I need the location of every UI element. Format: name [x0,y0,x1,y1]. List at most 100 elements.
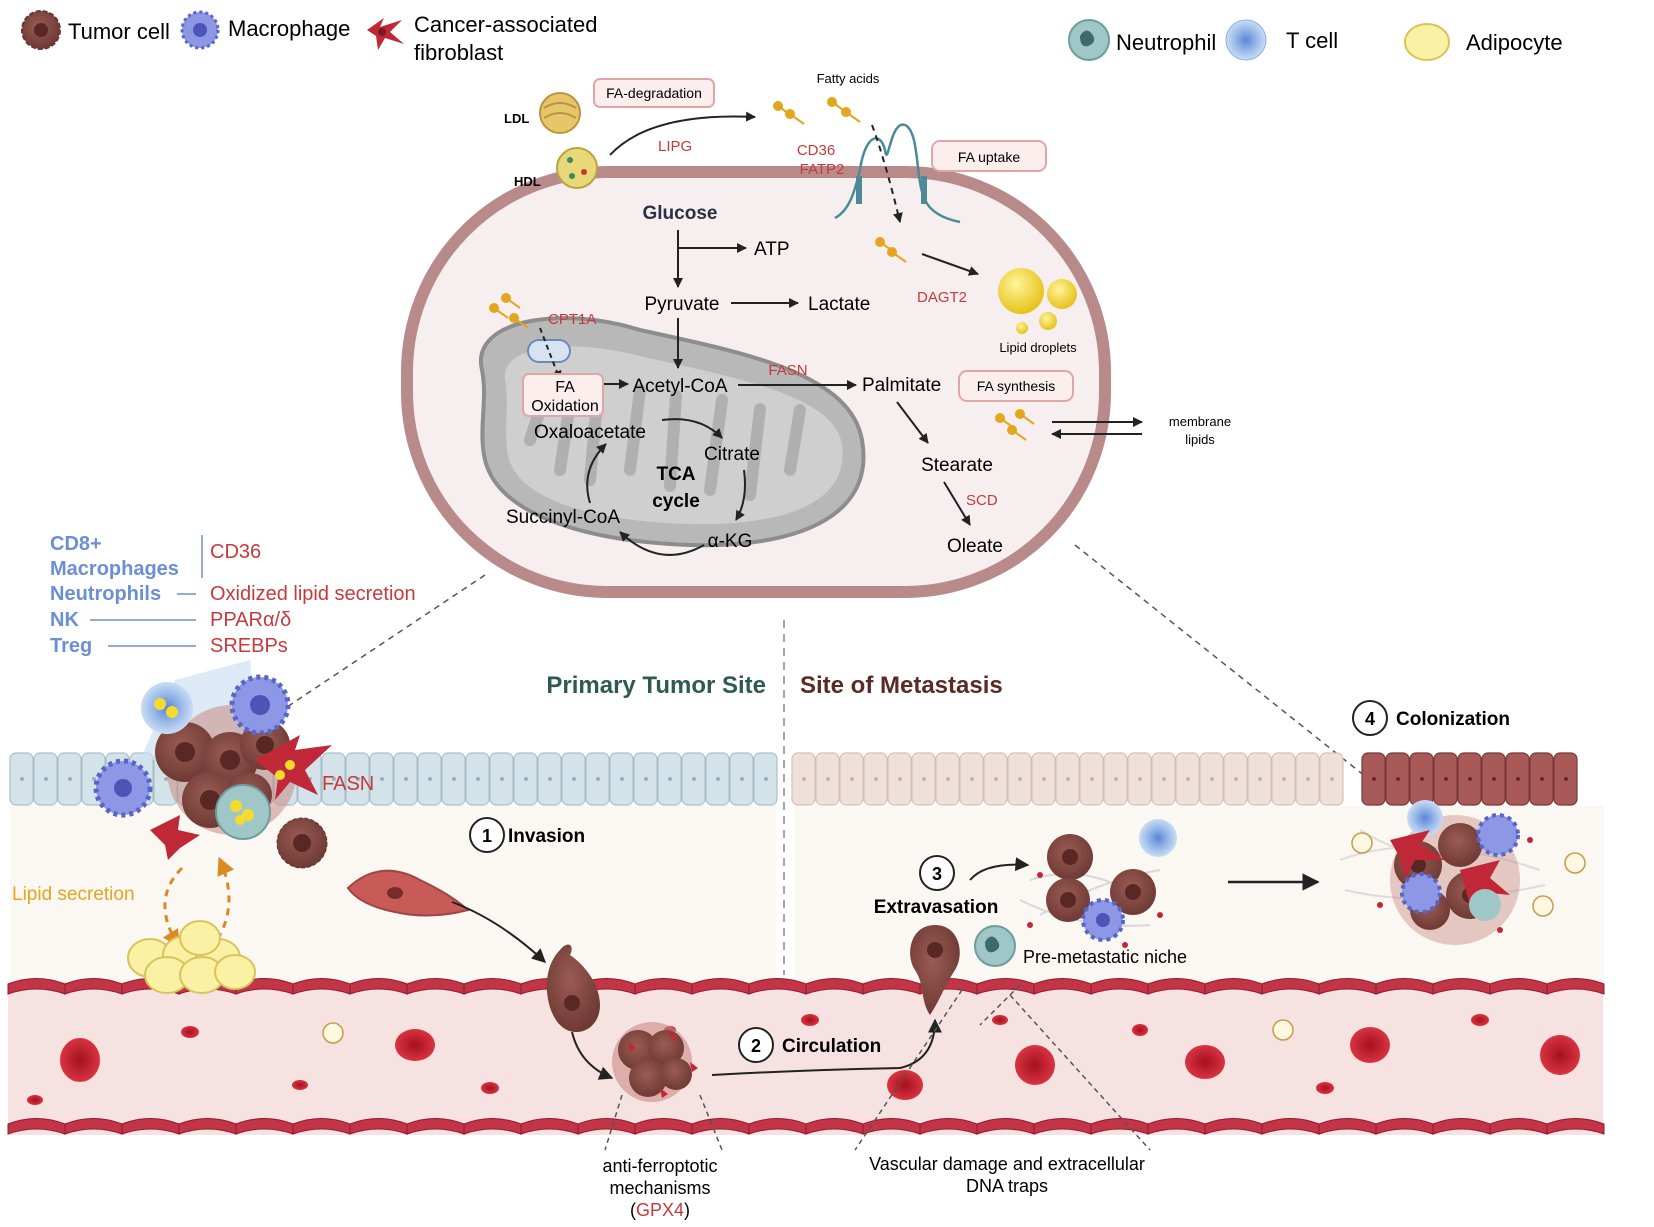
succinyl-coa-label: Succinyl-CoA [506,507,620,528]
immune-treg: Treg [50,635,92,657]
metastatic-colony [1339,800,1586,945]
scd-label: SCD [966,492,998,509]
tca-label-1: TCA [656,464,695,485]
red-blood-cell [992,1015,1008,1025]
fasn-label: FASN [768,362,807,379]
atp-label: ATP [754,239,790,260]
step-colonization: 4 Colonization [1352,700,1510,736]
fatty-acids-label: Fatty acids [817,71,880,86]
ldl-particle [539,92,581,134]
primary-tumor-cluster: FASN [93,660,374,860]
fa-oxidation-label-2: Oxidation [531,398,599,415]
red-blood-cell [27,1095,43,1105]
tumor-cell-metabolism: LDL HDL FA-degradation LIPG Fatty acids … [401,71,1231,598]
fa-degradation-label: FA-degradation [606,85,702,101]
red-blood-cell [801,1014,819,1026]
primary-tumor-site-title: Primary Tumor Site [546,672,766,699]
red-blood-cell [60,1038,100,1082]
lipid-droplets-label: Lipid droplets [999,340,1077,355]
vascular-damage-label-2: DNA traps [966,1176,1048,1196]
tca-label-2: cycle [652,491,700,512]
step-extravasation: 3 Extravasation [874,855,999,918]
glucose-label: Glucose [643,203,718,224]
legend-macrophage: Macrophage [228,16,350,41]
circulating-tumor-cluster [612,1022,698,1102]
fa-synthesis-label: FA synthesis [977,378,1056,394]
caf-icon [255,735,332,800]
legend-neutrophil: Neutrophil [1116,30,1216,55]
red-blood-cell [1015,1045,1055,1085]
red-blood-cell [481,1082,499,1094]
emt-fibroblast-cell [346,869,471,917]
immune-ppar: PPARα/δ [210,609,291,631]
immune-srebps: SREBPs [210,635,288,657]
immune-neutrophils: Neutrophils [50,583,161,605]
red-blood-cell [887,1070,923,1100]
legend-caf-line2: fibroblast [414,40,503,65]
neutrophil-icon [974,925,1016,967]
red-blood-cell [292,1080,308,1090]
anti-ferroptotic-label-1: anti-ferroptotic [602,1156,717,1176]
macrophage-icon [229,674,291,736]
legend: Tumor cell Macrophage Cancer-associated … [21,10,1563,65]
legend-t-cell: T cell [1286,28,1338,53]
membrane-transporter [834,123,961,224]
circulation-label: Circulation [782,1036,881,1057]
acetyl-coa-label: Acetyl-CoA [632,376,727,397]
t-cell-icon [1225,19,1267,61]
legend-tumor-cell: Tumor cell [68,19,170,44]
ldl-label: LDL [504,111,529,126]
immune-oxidized: Oxidized lipid secretion [210,583,416,605]
pyruvate-label: Pyruvate [645,294,720,315]
akg-label: α-KG [708,531,753,552]
legend-adipocyte: Adipocyte [1466,30,1563,55]
cpt1a-transporter [527,339,571,363]
red-blood-cell [1540,1035,1580,1075]
stearate-label: Stearate [921,455,993,476]
neutrophil-icon [215,784,271,840]
lactate-label: Lactate [808,294,870,315]
endothelial-cell [1546,978,1605,995]
caf-icon [150,815,200,860]
endothelial-cell [1546,1118,1605,1135]
fatty-acid-molecules-inner [875,237,907,263]
citrate-label: Citrate [704,444,760,465]
lipg-label: LIPG [658,138,692,155]
t-cell-icon [141,682,193,734]
oxaloacetate-label: Oxaloacetate [534,422,646,443]
hdl-particle [556,147,598,189]
adipocyte-icon [1404,23,1450,61]
colonization-number: 4 [1365,709,1375,729]
legend-caf-line1: Cancer-associated [414,12,597,37]
hdl-label: HDL [514,174,541,189]
red-blood-cell [1316,1082,1334,1094]
invasion-number: 1 [482,826,492,846]
fa-oxidation-label-1: FA [555,379,575,396]
extravasating-cell [910,925,960,1015]
dagt2-label: DAGT2 [917,289,967,306]
immune-cd8: CD8+ [50,533,102,555]
red-blood-cell [395,1029,435,1061]
tumor-cell-icon [21,10,61,50]
neutrophil-icon [1068,19,1110,61]
macrophage-icon [93,758,153,818]
adipocyte-cluster [127,920,256,994]
cpt1a-label: CPT1A [548,311,596,328]
extravasation-number: 3 [932,864,942,884]
lipoprotein-particle [322,1022,344,1044]
epithelium-metastasis [791,752,1344,806]
lipid-droplets-icon [998,268,1077,334]
pre-metastatic-cluster [1019,819,1177,948]
immune-cd36: CD36 [210,541,261,563]
membrane-lipids-label-2: lipids [1185,432,1215,447]
extravasation-label: Extravasation [874,897,999,918]
step-circulation: 2 Circulation [738,1027,881,1063]
fa-uptake-label: FA uptake [958,149,1020,165]
site-of-metastasis-title: Site of Metastasis [800,672,1003,699]
macrophage-icon [180,10,220,50]
fatty-acid-molecules-top [773,97,861,125]
caf-icon [367,18,404,50]
lipid-secretion-label: Lipid secretion [12,884,135,905]
fasn-tumor-label: FASN [322,773,374,795]
palmitate-label: Palmitate [862,375,941,396]
